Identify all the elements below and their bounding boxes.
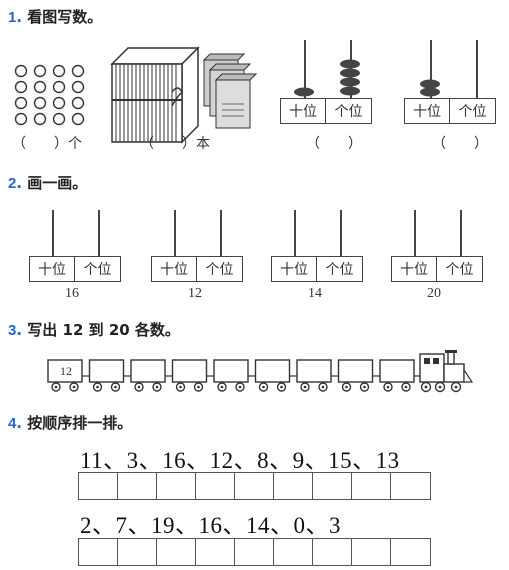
train-illustration [47,350,474,393]
answer-box[interactable] [352,473,391,499]
q1-blank-4: （ ） [432,137,488,152]
answer-box[interactable] [118,539,157,565]
answer-row-2 [78,538,431,566]
circle-dot [71,64,85,78]
answer-box[interactable] [235,473,274,499]
circle-dot [71,80,85,94]
answer-box[interactable] [235,539,274,565]
q4-heading: 4. 按顺序排一排。 [8,414,133,432]
abacus-rod-ones [476,40,478,98]
q1-title: 看图写数。 [27,8,103,26]
q2-title: 画一画。 [27,174,88,192]
circle-dot [33,96,47,110]
circle-dot [14,96,28,110]
circle-dot [14,64,28,78]
answer-box[interactable] [79,473,118,499]
train-car [213,359,249,383]
locomotive-cab [419,353,445,383]
train-car [88,359,125,383]
number-sequence-2: 2、7、19、16、14、0、3 [80,513,341,538]
circle-dot [33,80,47,94]
place-value-box: 十位 个位 [280,98,372,124]
train-car [47,359,83,383]
circle-dot [33,112,47,126]
answer-box[interactable] [157,539,196,565]
circles-grid [14,64,85,126]
q4-title: 按顺序排一排。 [27,414,133,432]
train-car [379,359,415,383]
circle-dot [14,112,28,126]
q1-blank-2: （ ）本 [140,137,210,152]
train-car [337,359,374,383]
answer-box[interactable] [274,539,313,565]
circle-dot [71,96,85,110]
circle-dot [52,96,66,110]
first-car-number: 12 [60,364,72,378]
answer-row-1 [78,472,431,500]
train-car [254,359,291,383]
answer-box[interactable] [313,473,352,499]
answer-box[interactable] [196,473,235,499]
circle-dot [52,112,66,126]
circle-dot [33,64,47,78]
answer-box[interactable] [352,539,391,565]
abacus-rod-tens [304,40,306,98]
q3-heading: 3. 写出 12 到 20 各数。 [8,321,180,339]
answer-box[interactable] [274,473,313,499]
place-value-box: 十位 个位 [404,98,496,124]
answer-box[interactable] [196,539,235,565]
q1-blank-1: （ ）个 [12,137,82,152]
answer-box[interactable] [391,539,430,565]
circle-dot [52,64,66,78]
train-car [130,359,166,383]
books-bundle-icon [110,46,258,144]
answer-box[interactable] [79,539,118,565]
circle-dot [52,80,66,94]
train-car [296,359,332,383]
number-sequence-1: 11、3、16、12、8、9、15、13 [80,448,400,473]
abacus-rod-tens [430,40,432,98]
circle-dot [14,80,28,94]
chimney-icon [447,351,455,365]
answer-box[interactable] [118,473,157,499]
q2-heading: 2. 画一画。 [8,174,88,192]
train-car [171,359,208,383]
answer-box[interactable] [313,539,352,565]
q3-title: 写出 12 到 20 各数。 [27,321,180,339]
abacus-beads [420,79,440,97]
answer-box[interactable] [157,473,196,499]
q1-heading: 1. 看图写数。 [8,8,103,26]
abacus-beads [294,59,360,97]
q1-number: 1 [8,9,17,26]
answer-box[interactable] [391,473,430,499]
q1-blank-3: （ ） [306,137,362,152]
circle-dot [71,112,85,126]
